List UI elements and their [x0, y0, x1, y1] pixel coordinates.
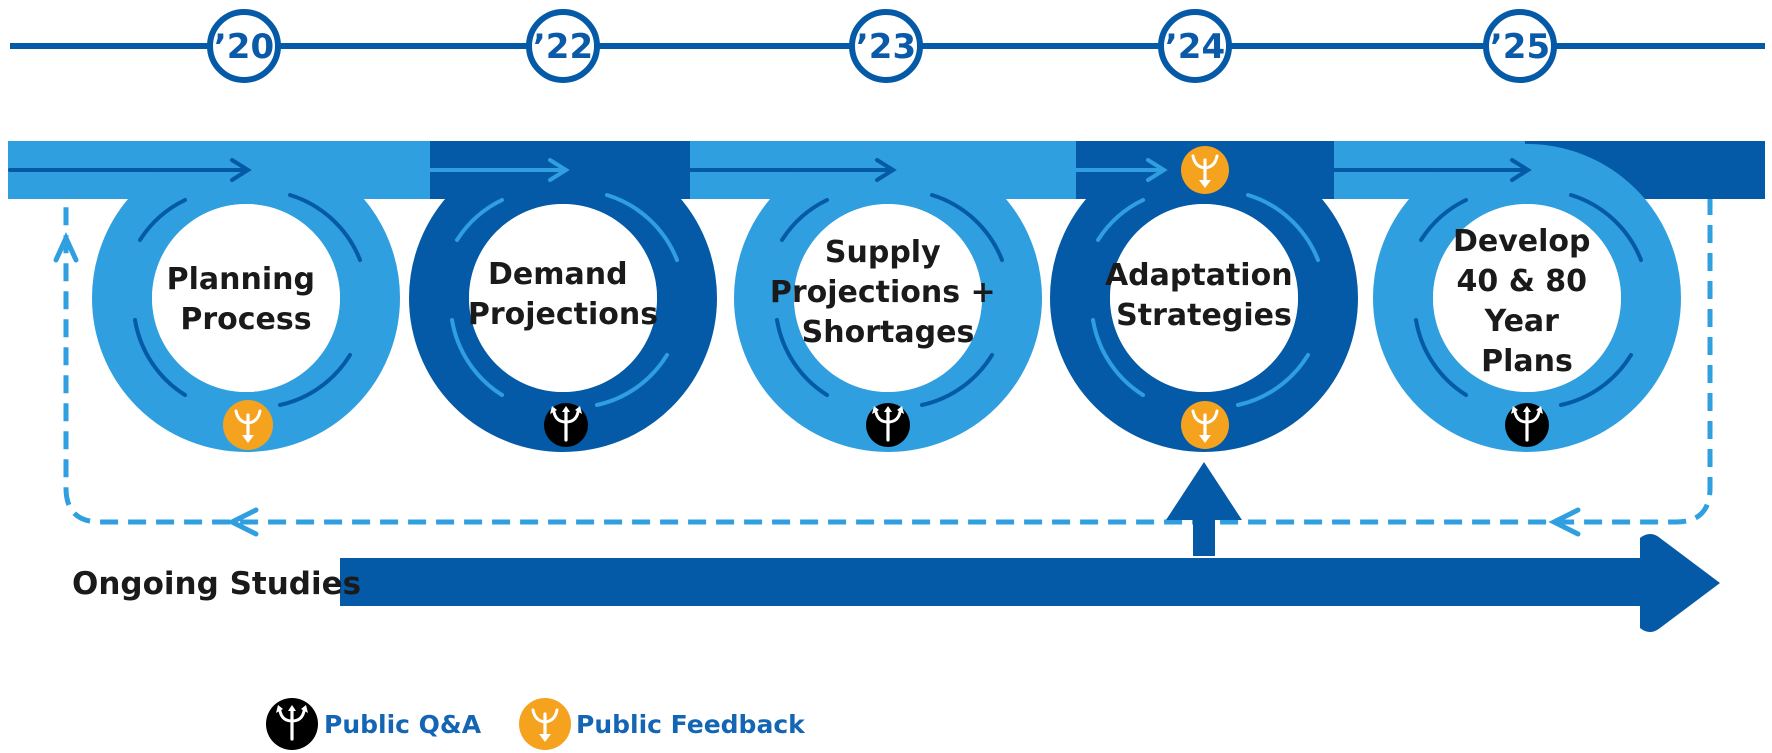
- year-label: ’25: [1490, 27, 1550, 67]
- legend-label: Public Feedback: [576, 710, 806, 739]
- year-label: ’23: [856, 27, 916, 67]
- stage-label-adaptation: Adaptation Strategies: [1105, 258, 1303, 333]
- legend-label: Public Q&A: [324, 710, 482, 739]
- ongoing-up-arrow: [1166, 462, 1242, 556]
- stage-label-planning: Planning Process: [167, 262, 326, 337]
- public-feedback-icon: [519, 698, 571, 750]
- ongoing-arrow: [340, 534, 1720, 632]
- legend-item-public-qa: Public Q&A: [266, 698, 482, 750]
- band-arrows: [8, 158, 1532, 182]
- stage-label-develop: Develop 40 & 80 Year Plans: [1453, 224, 1601, 379]
- legend: Public Q&A Public Feedback: [266, 698, 806, 750]
- public-feedback-icon: [1181, 146, 1229, 194]
- ongoing-label: Ongoing Studies: [72, 566, 361, 602]
- loop-arrowhead: [1548, 507, 1581, 537]
- year-label: ’20: [214, 27, 274, 67]
- loop-arrowhead: [226, 507, 259, 537]
- public-qa-icon: [544, 403, 588, 447]
- year-marker: ’20: [207, 9, 281, 83]
- stage-label-supply: Supply Projections + Shortages: [770, 235, 1006, 350]
- legend-item-public-feedback: Public Feedback: [519, 698, 806, 750]
- public-feedback-icon: [1181, 401, 1229, 449]
- public-qa-icon: [1505, 403, 1549, 447]
- public-qa-icon: [866, 403, 910, 447]
- ring-icons: [223, 146, 1549, 450]
- stage-labels: Planning Process Demand Projections Supp…: [167, 224, 1601, 379]
- ongoing-studies: Ongoing Studies: [72, 462, 1720, 632]
- stage-label-demand: Demand Projections: [468, 257, 658, 332]
- stage-centers: [152, 204, 1621, 392]
- year-marker: ’25: [1483, 9, 1557, 83]
- loop-arrowhead: [53, 231, 79, 263]
- public-qa-icon: [266, 698, 318, 750]
- feedback-loop: [53, 197, 1713, 537]
- public-feedback-icon: [223, 400, 273, 450]
- year-marker: ’24: [1158, 9, 1232, 83]
- year-label: ’22: [533, 27, 593, 67]
- timeline: ’20 ’22 ’23 ’24 ’25: [10, 9, 1765, 83]
- ring-arrows: [133, 193, 1643, 407]
- year-label: ’24: [1165, 27, 1225, 67]
- year-marker: ’22: [526, 9, 600, 83]
- year-marker: ’23: [849, 9, 923, 83]
